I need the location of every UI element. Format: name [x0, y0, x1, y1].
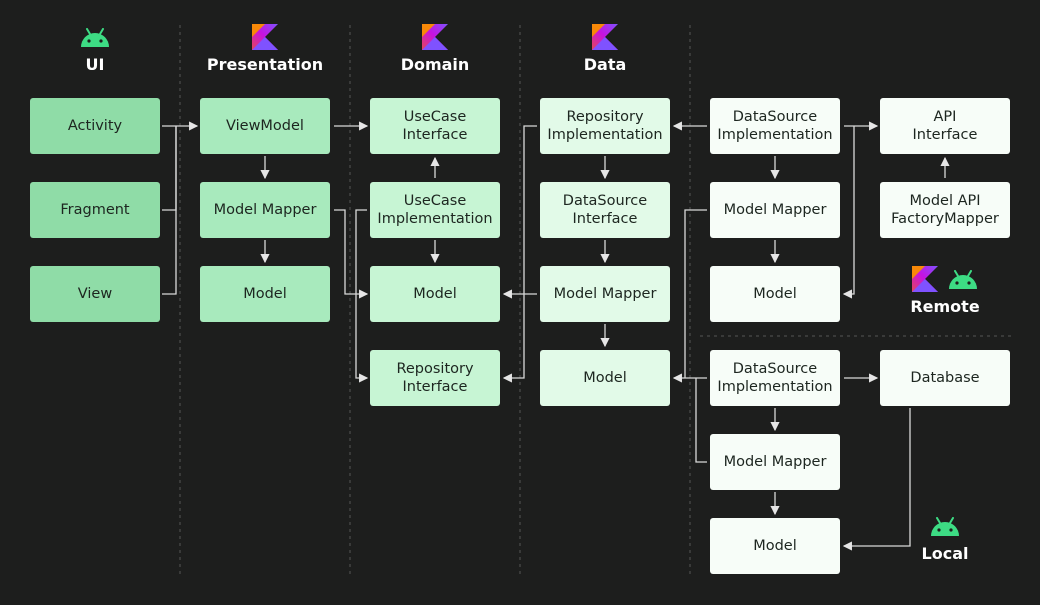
box-database: Database — [880, 350, 1010, 406]
kotlin-icon — [422, 24, 448, 50]
arrow-repoimpl-repointerface — [502, 125, 537, 383]
column-title-data: Data — [583, 55, 627, 74]
box-model-api-factory-mapper: Model API FactoryMapper — [880, 182, 1010, 238]
android-icon — [931, 517, 959, 536]
box-domain-model: Model — [370, 266, 500, 322]
box-activity: Activity — [30, 98, 160, 154]
kotlin-icon — [912, 266, 938, 292]
box-repository-interface: Repository Interface — [370, 350, 500, 406]
box-usecase-implementation: UseCase Implementation — [370, 182, 500, 238]
arrow-api-remotemodel — [842, 126, 855, 299]
box-datasource-interface: DataSource Interface — [540, 182, 670, 238]
box-fragment: Fragment — [30, 182, 160, 238]
kotlin-icon — [592, 24, 618, 50]
box-local-model-mapper: Model Mapper — [710, 434, 840, 490]
box-remote-datasource-implementation: DataSource Implementation — [710, 98, 840, 154]
android-icon — [949, 270, 977, 289]
connector-ui-bracket — [162, 126, 177, 211]
box-usecase-interface: UseCase Interface — [370, 98, 500, 154]
connector-view-bracket — [162, 126, 177, 295]
box-viewmodel: ViewModel — [200, 98, 330, 154]
section-title-local: Local — [921, 544, 969, 563]
box-presentation-model-mapper: Model Mapper — [200, 182, 330, 238]
box-api-interface: API Interface — [880, 98, 1010, 154]
box-local-model: Model — [710, 518, 840, 574]
box-repository-implementation: Repository Implementation — [540, 98, 670, 154]
android-icon — [81, 28, 109, 47]
kotlin-icon — [252, 24, 278, 50]
section-title-remote: Remote — [910, 297, 980, 316]
column-title-domain: Domain — [400, 55, 470, 74]
box-view: View — [30, 266, 160, 322]
box-data-model: Model — [540, 350, 670, 406]
box-remote-model: Model — [710, 266, 840, 322]
box-presentation-model: Model — [200, 266, 330, 322]
box-local-datasource-implementation: DataSource Implementation — [710, 350, 840, 406]
box-remote-model-mapper: Model Mapper — [710, 182, 840, 238]
arrow-usecaseimpl-repointerface — [355, 209, 369, 383]
connector-remotemapper — [684, 209, 707, 378]
column-title-ui: UI — [85, 55, 105, 74]
connector-localmapper — [695, 378, 707, 463]
arrow-database-localmodel — [842, 408, 911, 551]
column-title-presentation: Presentation — [206, 55, 324, 74]
box-data-model-mapper: Model Mapper — [540, 266, 670, 322]
